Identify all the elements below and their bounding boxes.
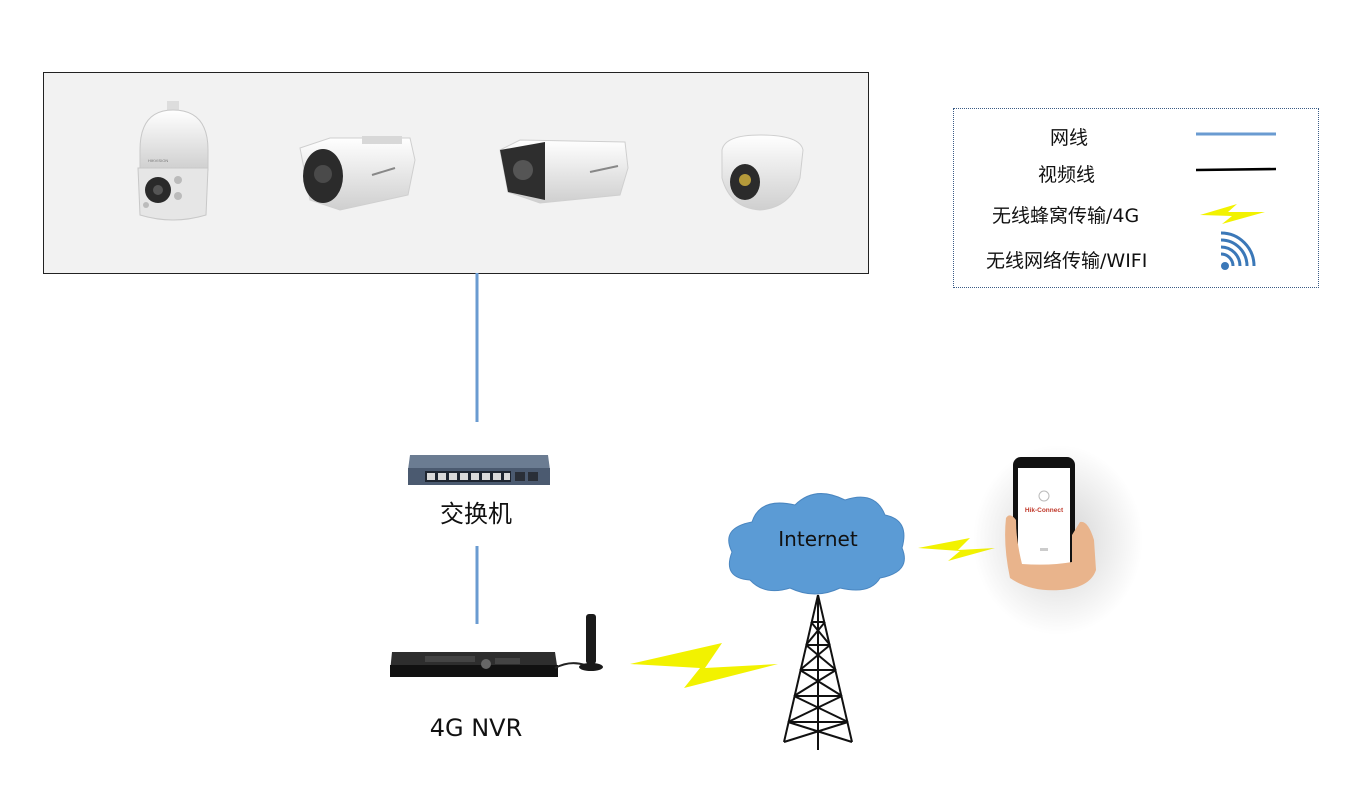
switch-label: 交换机	[440, 500, 512, 528]
turret-camera-icon	[721, 134, 804, 211]
phone-link-lightning-icon	[918, 538, 995, 561]
nvr-label: 4G NVR	[430, 714, 523, 742]
legend-video-cable-line	[1195, 167, 1277, 172]
legend-4g-lightning-icon	[1200, 204, 1265, 224]
internet-cloud-icon	[728, 493, 905, 595]
legend-wifi-icon	[1220, 231, 1256, 270]
legend-label-wifi: 无线网络传输/WIFI	[986, 250, 1148, 272]
network-switch-icon	[408, 455, 550, 485]
bullet-camera-dark-icon	[499, 139, 629, 204]
cell-tower-icon	[783, 594, 853, 750]
smartphone-icon: Hik-Connect	[973, 445, 1143, 635]
antenna-icon	[554, 614, 603, 671]
camera-brand-label: HIKVISION	[148, 158, 168, 163]
4g-link-lightning-icon	[630, 643, 778, 688]
legend-label-network-cable: 网线	[1050, 127, 1089, 149]
nvr-device-icon	[390, 652, 558, 677]
phone-app-label: Hik-Connect	[1025, 507, 1064, 514]
internet-label: Internet	[778, 527, 858, 551]
legend-label-4g: 无线蜂窝传输/4G	[992, 205, 1140, 227]
ptz-dome-camera-icon	[137, 101, 209, 221]
legend-box: 网线 视频线 无线蜂窝传输/4G 无线网络传输/WIFI	[953, 108, 1319, 288]
bullet-camera-white-icon	[299, 136, 416, 211]
legend-label-video-cable: 视频线	[1038, 164, 1096, 186]
